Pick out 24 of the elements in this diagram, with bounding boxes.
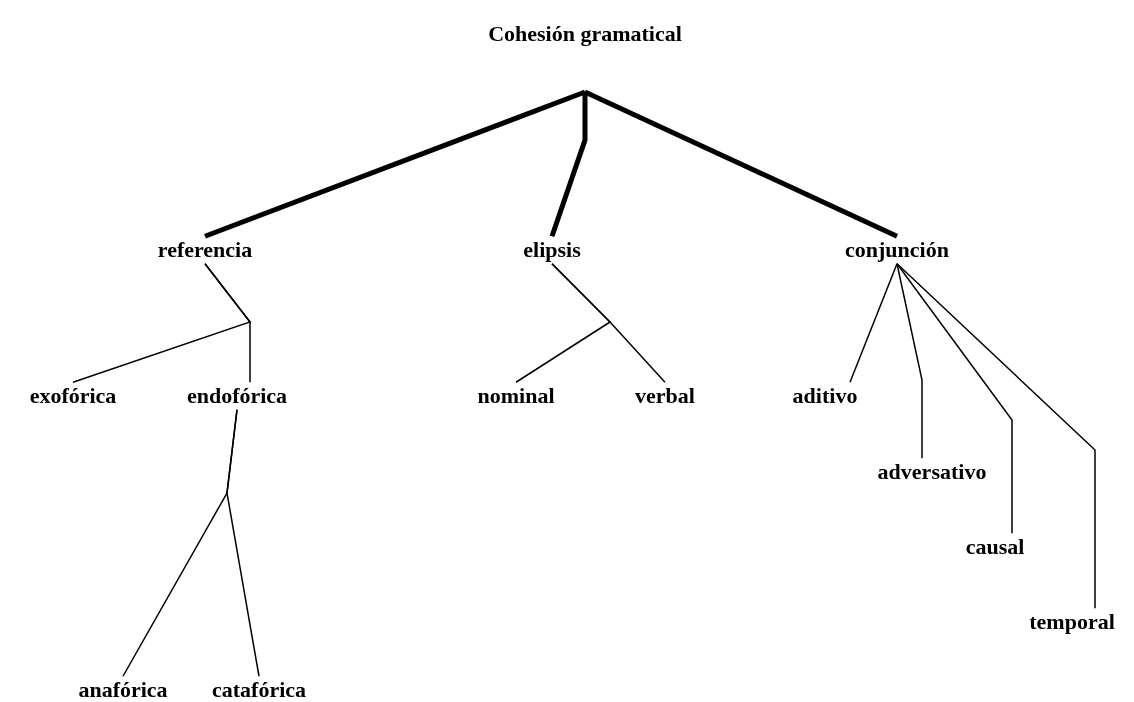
tree-label: aditivo — [792, 382, 858, 410]
tree-label: catafórica — [211, 676, 307, 702]
connector-line — [896, 263, 1013, 534]
connector-line — [849, 263, 898, 383]
connector-line — [549, 92, 588, 238]
connector-line — [896, 263, 923, 459]
tree-label: verbal — [635, 382, 695, 410]
tree-label: endofórica — [186, 382, 288, 410]
tree-label: elipsis — [523, 236, 581, 264]
tree-label: referencia — [157, 236, 253, 264]
tree-label: conjunción — [845, 236, 949, 264]
connector-line — [204, 263, 251, 383]
tree-label: adversativo — [877, 458, 987, 486]
connector-line — [551, 263, 666, 383]
tree-label: nominal — [477, 382, 555, 410]
connector-line — [896, 263, 1096, 609]
tree-label: anafórica — [78, 676, 168, 702]
tree-label: causal — [965, 533, 1025, 561]
diagram-title: Cohesión gramatical — [488, 20, 682, 48]
connector-line — [226, 409, 260, 677]
connector-line — [583, 89, 899, 239]
connector-line — [204, 89, 586, 239]
tree-label: exofórica — [29, 382, 117, 410]
tree-label: temporal — [1029, 608, 1115, 636]
